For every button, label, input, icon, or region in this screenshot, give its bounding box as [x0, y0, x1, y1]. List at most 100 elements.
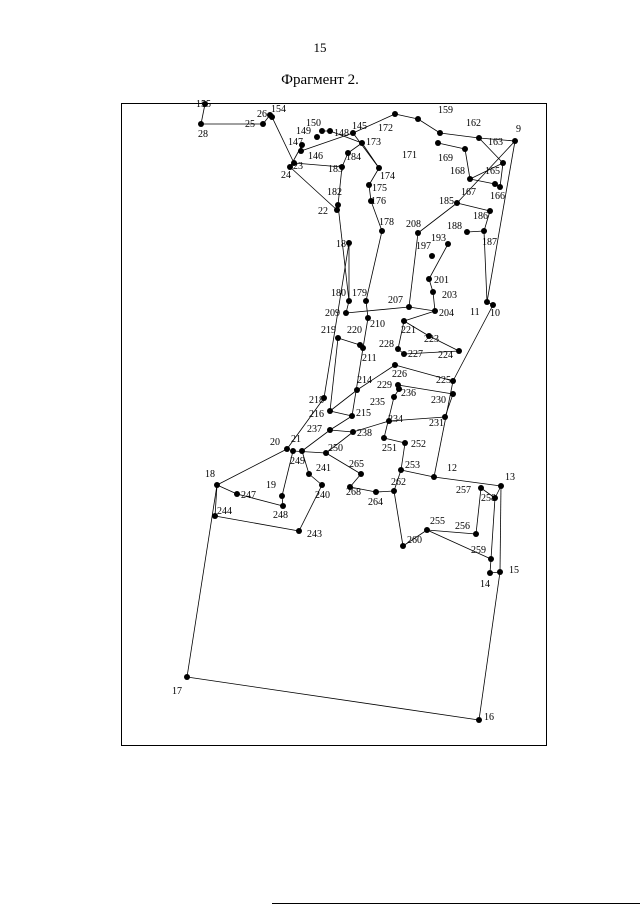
boundary-segment — [478, 571, 501, 721]
point-label: 231 — [429, 418, 444, 429]
point-label: 173 — [366, 137, 381, 148]
boundary-segment — [329, 389, 358, 412]
boundary-segment — [323, 242, 350, 399]
boundary-segment — [469, 178, 496, 185]
point-label: 150 — [306, 118, 321, 129]
boundary-point — [484, 299, 490, 305]
boundary-point — [497, 184, 503, 190]
boundary-segment — [236, 493, 284, 507]
point-label: 193 — [431, 233, 446, 244]
point-label: 207 — [388, 295, 403, 306]
point-label: 227 — [408, 349, 423, 360]
boundary-segment — [329, 429, 354, 433]
boundary-point — [202, 101, 208, 107]
boundary-segment — [351, 347, 364, 417]
boundary-point — [487, 570, 493, 576]
boundary-segment — [345, 306, 410, 314]
boundary-point — [323, 450, 329, 456]
boundary-point — [456, 348, 462, 354]
boundary-point — [319, 482, 325, 488]
boundary-point — [334, 207, 340, 213]
boundary-segment — [417, 202, 458, 234]
boundary-segment — [362, 317, 369, 349]
boundary-point — [473, 531, 479, 537]
boundary-point — [462, 146, 468, 152]
boundary-segment — [432, 291, 436, 312]
boundary-point — [437, 130, 443, 136]
boundary-segment — [456, 202, 491, 212]
boundary-point — [350, 130, 356, 136]
point-label: 224 — [438, 350, 453, 361]
boundary-segment — [337, 204, 350, 302]
point-label: 15 — [509, 565, 519, 576]
boundary-segment — [388, 416, 446, 422]
boundary-point — [476, 135, 482, 141]
point-label: 18 — [205, 469, 215, 480]
boundary-segment — [329, 337, 339, 412]
point-label: 28 — [198, 129, 208, 140]
boundary-point — [415, 116, 421, 122]
boundary-point — [450, 378, 456, 384]
boundary-segment — [368, 167, 380, 186]
point-label: 249 — [290, 456, 305, 467]
point-label: 10 — [490, 308, 500, 319]
point-label: 243 — [307, 529, 322, 540]
map-frame — [121, 103, 547, 746]
boundary-segment — [394, 364, 454, 382]
boundary-points — [184, 101, 518, 723]
boundary-point — [454, 200, 460, 206]
boundary-point — [279, 493, 285, 499]
point-label: 19 — [266, 480, 276, 491]
point-label: 208 — [406, 219, 421, 230]
boundary-point — [327, 427, 333, 433]
boundary-segment — [216, 448, 288, 486]
boundary-segment — [403, 310, 436, 322]
boundary-point — [500, 160, 506, 166]
boundary-point — [354, 387, 360, 393]
point-label: 20 — [270, 437, 280, 448]
boundary-segment — [393, 490, 404, 547]
boundary-segment — [301, 450, 310, 475]
point-label: 180 — [331, 288, 346, 299]
boundary-point — [464, 229, 470, 235]
boundary-segment — [375, 490, 395, 493]
boundary-point — [402, 440, 408, 446]
boundary-point — [431, 474, 437, 480]
boundary-segment — [337, 166, 343, 206]
boundary-segment — [200, 103, 206, 125]
point-label: 171 — [402, 150, 417, 161]
boundary-segment — [499, 485, 502, 573]
point-label: 253 — [405, 460, 420, 471]
boundary-point — [184, 674, 190, 680]
boundary-segment — [281, 450, 294, 497]
boundary-point — [349, 413, 355, 419]
boundary-segment — [490, 497, 496, 560]
point-label: 154 — [271, 104, 286, 115]
boundary-segment — [186, 484, 218, 678]
boundary-segment — [393, 469, 402, 492]
point-label: 201 — [434, 275, 449, 286]
point-label: 186 — [473, 211, 488, 222]
boundary-point — [321, 395, 327, 401]
point-label: 162 — [466, 118, 481, 129]
point-label: 166 — [490, 191, 505, 202]
boundary-point — [358, 471, 364, 477]
boundary-segment — [402, 529, 428, 547]
boundary-point — [335, 202, 341, 208]
boundary-segment — [329, 415, 353, 431]
boundary-point — [350, 429, 356, 435]
point-label: 215 — [356, 408, 371, 419]
point-label: 187 — [482, 237, 497, 248]
boundary-point — [512, 138, 518, 144]
point-label: 21 — [291, 434, 301, 445]
boundary-segment — [483, 230, 488, 303]
point-label: 258 — [481, 493, 496, 504]
boundary-segment — [397, 320, 405, 350]
boundary-point — [478, 485, 484, 491]
boundary-point — [435, 140, 441, 146]
boundary-segment — [383, 396, 395, 439]
boundary-segment — [352, 420, 390, 433]
boundary-segment — [349, 486, 377, 493]
boundary-segment — [301, 429, 331, 452]
